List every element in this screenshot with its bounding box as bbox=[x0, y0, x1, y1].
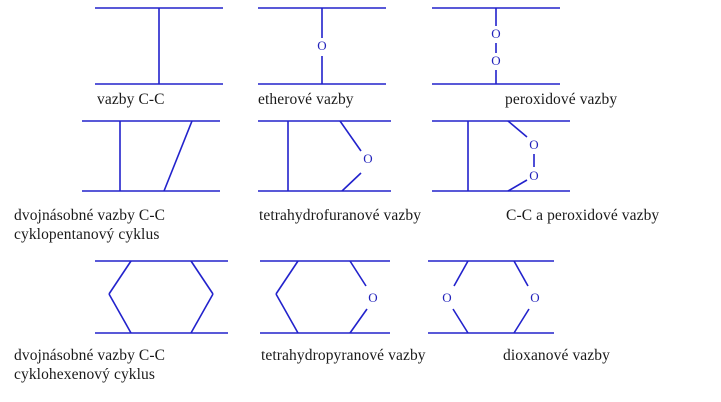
oxygen-atom-label-bottom: O bbox=[491, 53, 500, 68]
c-o-bond-upper bbox=[339, 120, 362, 152]
structure-cell-ether-bridge: O bbox=[258, 5, 388, 87]
dioxane-ring-diagram: O O bbox=[428, 260, 554, 334]
c-o-bond-lower bbox=[507, 179, 528, 192]
oxygen-atom-label: O bbox=[363, 151, 372, 166]
ether-bridge-diagram: O bbox=[258, 7, 386, 85]
c-o-bond-lower-left bbox=[452, 308, 469, 334]
caption-vazby-c-c: vazby C-C bbox=[97, 91, 165, 108]
caption-dvojnasobne-cyklopentan-line2: cyklopentanový cyklus bbox=[14, 226, 160, 243]
structure-cell-cyclopentane-double bbox=[82, 118, 222, 194]
caption-dioxanove-vazby: dioxanové vazby bbox=[503, 347, 610, 364]
structure-cell-tetrahydrofuran: O bbox=[258, 118, 393, 194]
caption-cc-a-peroxidove-vazby: C-C a peroxidové vazby bbox=[506, 207, 660, 224]
caption-etherove-vazby: etherové vazby bbox=[258, 91, 354, 108]
caption-dvojnasobne-cyklohexen-line2: cyklohexenový cyklus bbox=[14, 366, 156, 383]
ring-bond-bottom-left bbox=[275, 293, 299, 334]
oxygen-atom-label-top: O bbox=[529, 137, 538, 152]
structure-cell-cyclohexene-ring bbox=[95, 258, 230, 336]
tetrahydropyran-diagram: O bbox=[260, 260, 390, 334]
cc-and-peroxide-diagram: O O bbox=[432, 120, 570, 192]
c-o-bond-upper bbox=[349, 260, 367, 287]
caption-tetrahydrofuranove-vazby: tetrahydrofuranové vazby bbox=[259, 207, 422, 224]
structure-cell-cc-and-peroxide: O O bbox=[432, 118, 572, 194]
structure-cell-dioxane-ring: O O bbox=[428, 258, 556, 336]
c-o-bond-lower bbox=[349, 308, 368, 334]
c-c-bond-slanted bbox=[163, 120, 193, 192]
c-o-bond-upper bbox=[507, 120, 528, 138]
caption-dvojnasobne-cyklohexen-line1: dvojnásobné vazby C-C bbox=[14, 347, 166, 364]
ring-bond-bottom-right bbox=[190, 293, 214, 334]
caption-peroxidove-vazby: peroxidové vazby bbox=[505, 91, 618, 108]
caption-tetrahydropyranove-vazby: tetrahydropyranové vazby bbox=[261, 347, 426, 364]
oxygen-atom-label-left: O bbox=[442, 290, 451, 305]
structure-cell-peroxide-bridge: O O bbox=[432, 5, 562, 87]
c-c-single-bond-diagram bbox=[95, 7, 223, 85]
ring-bond-bottom-left bbox=[108, 293, 132, 334]
c-o-bond-lower bbox=[341, 172, 362, 192]
peroxide-bridge-diagram: O O bbox=[432, 7, 560, 85]
oxygen-atom-label-bottom: O bbox=[529, 168, 538, 183]
cyclohexene-ring-diagram bbox=[95, 260, 228, 334]
ring-bond-top-left bbox=[275, 260, 299, 295]
caption-dvojnasobne-cyklopentan-line1: dvojnásobné vazby C-C bbox=[14, 207, 166, 224]
c-o-bond-upper-left bbox=[453, 260, 469, 287]
oxygen-atom-label: O bbox=[317, 38, 326, 53]
cyclopentane-double-diagram bbox=[82, 120, 220, 192]
structure-cell-c-c-single-bond bbox=[95, 5, 225, 87]
c-o-bond-lower-right bbox=[513, 308, 530, 334]
tetrahydrofuran-diagram: O bbox=[258, 120, 391, 192]
oxygen-atom-label-right: O bbox=[530, 290, 539, 305]
oxygen-atom-label: O bbox=[368, 290, 377, 305]
ring-bond-top-left bbox=[108, 260, 132, 295]
oxygen-atom-label-top: O bbox=[491, 26, 500, 41]
ring-bond-top-right bbox=[190, 260, 214, 295]
structure-cell-tetrahydropyran: O bbox=[260, 258, 392, 336]
c-o-bond-upper-right bbox=[513, 260, 529, 287]
